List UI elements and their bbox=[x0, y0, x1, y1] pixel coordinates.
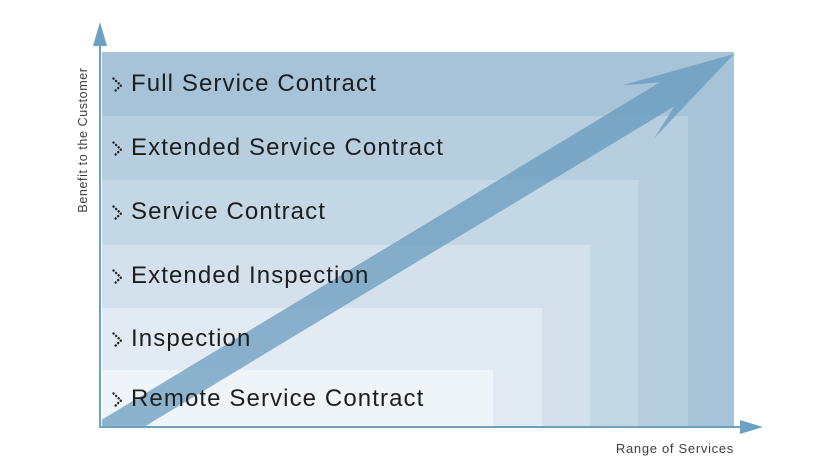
label-extended-inspection: Extended Inspection bbox=[111, 262, 369, 290]
y-axis-line bbox=[99, 40, 101, 428]
chevron-right-icon bbox=[112, 204, 123, 222]
layer-label: Full Service Contract bbox=[131, 70, 377, 97]
y-axis-label: Benefit to the Customer bbox=[76, 67, 90, 213]
layer-label: Extended Inspection bbox=[131, 262, 370, 289]
chevron-right-icon bbox=[112, 331, 123, 349]
label-extended-service-contract: Extended Service Contract bbox=[111, 134, 444, 162]
label-remote-service-contract: Remote Service Contract bbox=[111, 385, 424, 413]
x-axis-arrow-icon bbox=[740, 420, 763, 434]
layer-label: Inspection bbox=[131, 325, 252, 352]
label-full-service-contract: Full Service Contract bbox=[111, 70, 377, 98]
layer-label: Extended Service Contract bbox=[131, 134, 444, 161]
chevron-right-icon bbox=[112, 268, 123, 286]
label-service-contract: Service Contract bbox=[111, 198, 326, 226]
x-axis-label: Range of Services bbox=[615, 441, 734, 456]
chevron-right-icon bbox=[112, 76, 123, 94]
layer-label: Remote Service Contract bbox=[131, 385, 425, 412]
y-axis-arrow-icon bbox=[93, 22, 107, 46]
chevron-right-icon bbox=[112, 140, 123, 158]
x-axis-line bbox=[100, 426, 742, 428]
label-inspection: Inspection bbox=[111, 325, 251, 353]
chevron-right-icon bbox=[112, 391, 123, 409]
layer-label: Service Contract bbox=[131, 198, 326, 225]
